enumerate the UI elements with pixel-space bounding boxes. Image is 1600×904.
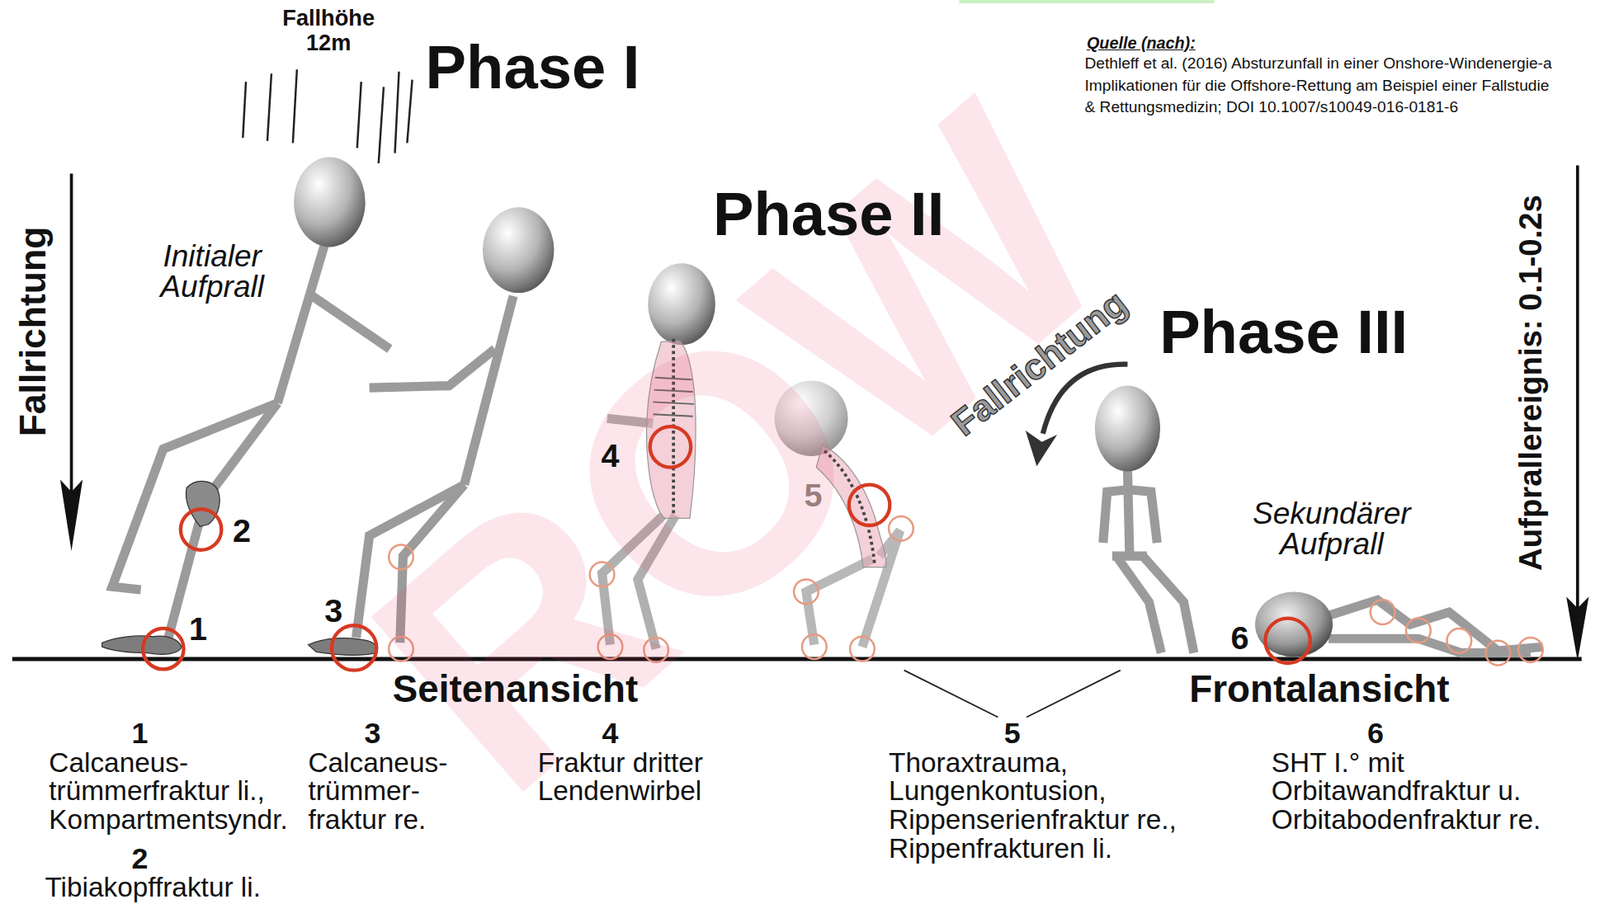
- caption-number: 5: [1004, 717, 1021, 752]
- motion-line: [357, 81, 362, 148]
- source-heading: Quelle (nach):: [1086, 33, 1196, 53]
- arrow-shaft: [1576, 165, 1580, 614]
- caption-number: 1: [131, 717, 148, 752]
- callout-number: 4: [600, 437, 619, 476]
- minor-circle: [1406, 618, 1431, 644]
- callout-number: 1: [188, 610, 208, 649]
- minor-circle: [1370, 599, 1396, 625]
- leg: [112, 403, 278, 590]
- minor-circle: [1447, 628, 1473, 654]
- injury-circle: [180, 509, 222, 550]
- caption-number: 4: [602, 717, 619, 752]
- ground-line: [12, 657, 1582, 662]
- phase-heading: Phase II: [712, 179, 944, 250]
- injury-caption: SHT I.° mit Orbitawandfraktur u. Orbitab…: [1271, 749, 1568, 836]
- motion-line: [378, 86, 384, 164]
- injury-caption: Thoraxtrauma, Lungenkontusion, Rippenser…: [888, 749, 1195, 864]
- axis-label: Fallrichtung: [11, 226, 54, 438]
- leader-line: [904, 670, 999, 718]
- caption-number: 6: [1367, 717, 1384, 752]
- injury-circle: [1264, 618, 1310, 664]
- head: [1094, 386, 1161, 472]
- phase-heading: Phase I: [425, 32, 641, 103]
- leader-lines: [904, 670, 1121, 718]
- leader-line: [1026, 670, 1121, 718]
- head: [293, 157, 366, 248]
- callout-number: 5: [804, 476, 823, 515]
- arrow-shaft: [70, 173, 74, 501]
- callout-number: 2: [232, 513, 251, 552]
- callout-number: 3: [324, 592, 343, 631]
- stick-limbs: [1326, 599, 1544, 653]
- arm: [311, 296, 390, 350]
- torso: [277, 245, 325, 404]
- source-text: & Rettungsmedizin; DOI 10.1007/s10049-01…: [1085, 98, 1459, 117]
- impact-label: Initialer Aufprall: [146, 240, 279, 303]
- injury-circle: [142, 628, 184, 670]
- torso: [1127, 469, 1129, 557]
- view-label: Frontalansicht: [1189, 668, 1449, 713]
- motion-line: [267, 73, 272, 142]
- motion-line: [242, 81, 246, 138]
- impact-label: Sekundärer Aufprall: [1242, 497, 1421, 559]
- arrow-head: [60, 479, 83, 552]
- arrow-head: [1566, 597, 1589, 662]
- source-text: Implikationen für die Offshore-Rettung a…: [1085, 76, 1550, 95]
- arm: [1129, 490, 1157, 543]
- stick-limbs: [1103, 469, 1195, 654]
- caption-number: 2: [131, 843, 148, 878]
- injury-caption: Fraktur dritter Lendenwirbel: [538, 749, 737, 807]
- caption-number: 3: [363, 717, 381, 752]
- arm: [1103, 490, 1129, 543]
- view-label: Seitenansicht: [392, 668, 638, 713]
- axis-label: Aufprallereignis: 0.1-0.2s: [1512, 194, 1549, 572]
- source-text: Dethleff et al. (2016) Absturzunfall in …: [1085, 54, 1553, 73]
- injury-caption: Calcaneus- trümmer- fraktur re.: [307, 749, 472, 836]
- leg: [1142, 556, 1195, 653]
- injury-caption: Calcaneus- trümmerfraktur li., Kompartme…: [48, 749, 325, 836]
- arm: [369, 349, 496, 388]
- figure-lying: [1255, 591, 1544, 666]
- fall-height-label: Fallhöhe 12m: [272, 5, 385, 55]
- figure-frontal: [1094, 386, 1195, 654]
- top-bar: [958, 0, 1214, 4]
- minor-circle: [1486, 641, 1511, 666]
- motion-line: [406, 80, 412, 144]
- injury-caption: Tibiakopffraktur li.: [44, 873, 261, 903]
- impact-time-arrow: [1566, 165, 1589, 662]
- phase-heading: Phase III: [1159, 297, 1408, 368]
- motion-line: [292, 69, 298, 143]
- tibia-bone: [186, 481, 221, 527]
- minor-circle: [1518, 637, 1544, 663]
- motion-lines: [242, 69, 412, 164]
- minor-circle: [849, 637, 875, 662]
- callout-number: 6: [1230, 619, 1249, 658]
- motion-line: [395, 71, 400, 154]
- fall-direction-arrow: [60, 173, 83, 552]
- head: [482, 207, 555, 293]
